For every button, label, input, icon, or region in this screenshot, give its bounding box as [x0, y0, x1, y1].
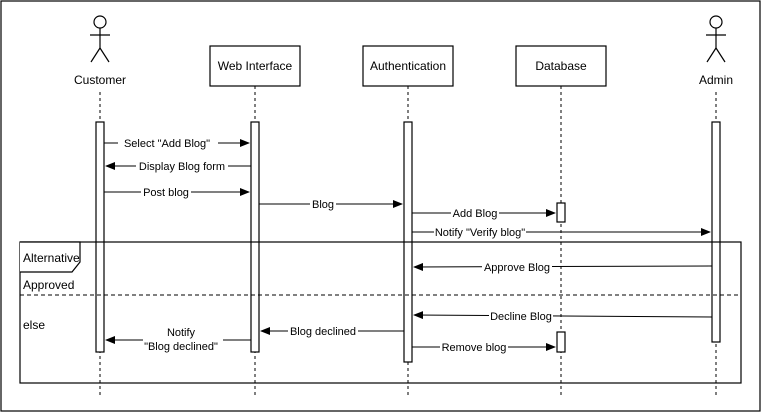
customer-label: Customer [74, 73, 126, 87]
alt-fragment [19, 241, 742, 384]
database-label: Database [535, 59, 587, 73]
msg-display-blog-form: Display Blog form [139, 161, 225, 173]
msg-blog-declined: Blog declined [290, 326, 356, 338]
guard-approved: Approved [23, 278, 74, 292]
alt-fragment-label: Alternative [23, 251, 80, 265]
guard-else: else [23, 318, 45, 332]
msg-decline-blog-arrow [413, 311, 713, 320]
msg-notify-verify-blog: Notify "Verify blog" [435, 227, 525, 239]
msg-notify-blog-declined-line1: Notify [167, 327, 196, 339]
alt-fragment-tab [20, 241, 81, 273]
database-activation-2 [556, 331, 566, 353]
msg-decline-blog: Decline Blog [490, 311, 552, 323]
authentication-label: Authentication [370, 59, 446, 73]
database-activation-1 [556, 202, 566, 223]
customer-actor [90, 15, 110, 63]
admin-actor [706, 15, 726, 63]
web-interface-box [209, 45, 301, 87]
web-interface-label: Web Interface [218, 59, 293, 73]
msg-select-add-blog: Select "Add Blog" [124, 138, 210, 150]
customer-activation [95, 121, 105, 353]
msg-remove-blog: Remove blog [442, 342, 507, 354]
web-interface-activation [250, 121, 260, 353]
msg-approve-blog: Approve Blog [484, 262, 550, 274]
msg-post-blog: Post blog [143, 187, 189, 199]
admin-activation [711, 121, 721, 343]
admin-label: Admin [699, 73, 733, 87]
msg-notify-blog-declined-line2: "Blog declined" [144, 341, 218, 353]
msg-add-blog: Add Blog [453, 208, 498, 220]
database-box [515, 45, 607, 87]
msg-blog: Blog [312, 199, 334, 211]
msg-approve-blog-arrow [413, 262, 713, 271]
